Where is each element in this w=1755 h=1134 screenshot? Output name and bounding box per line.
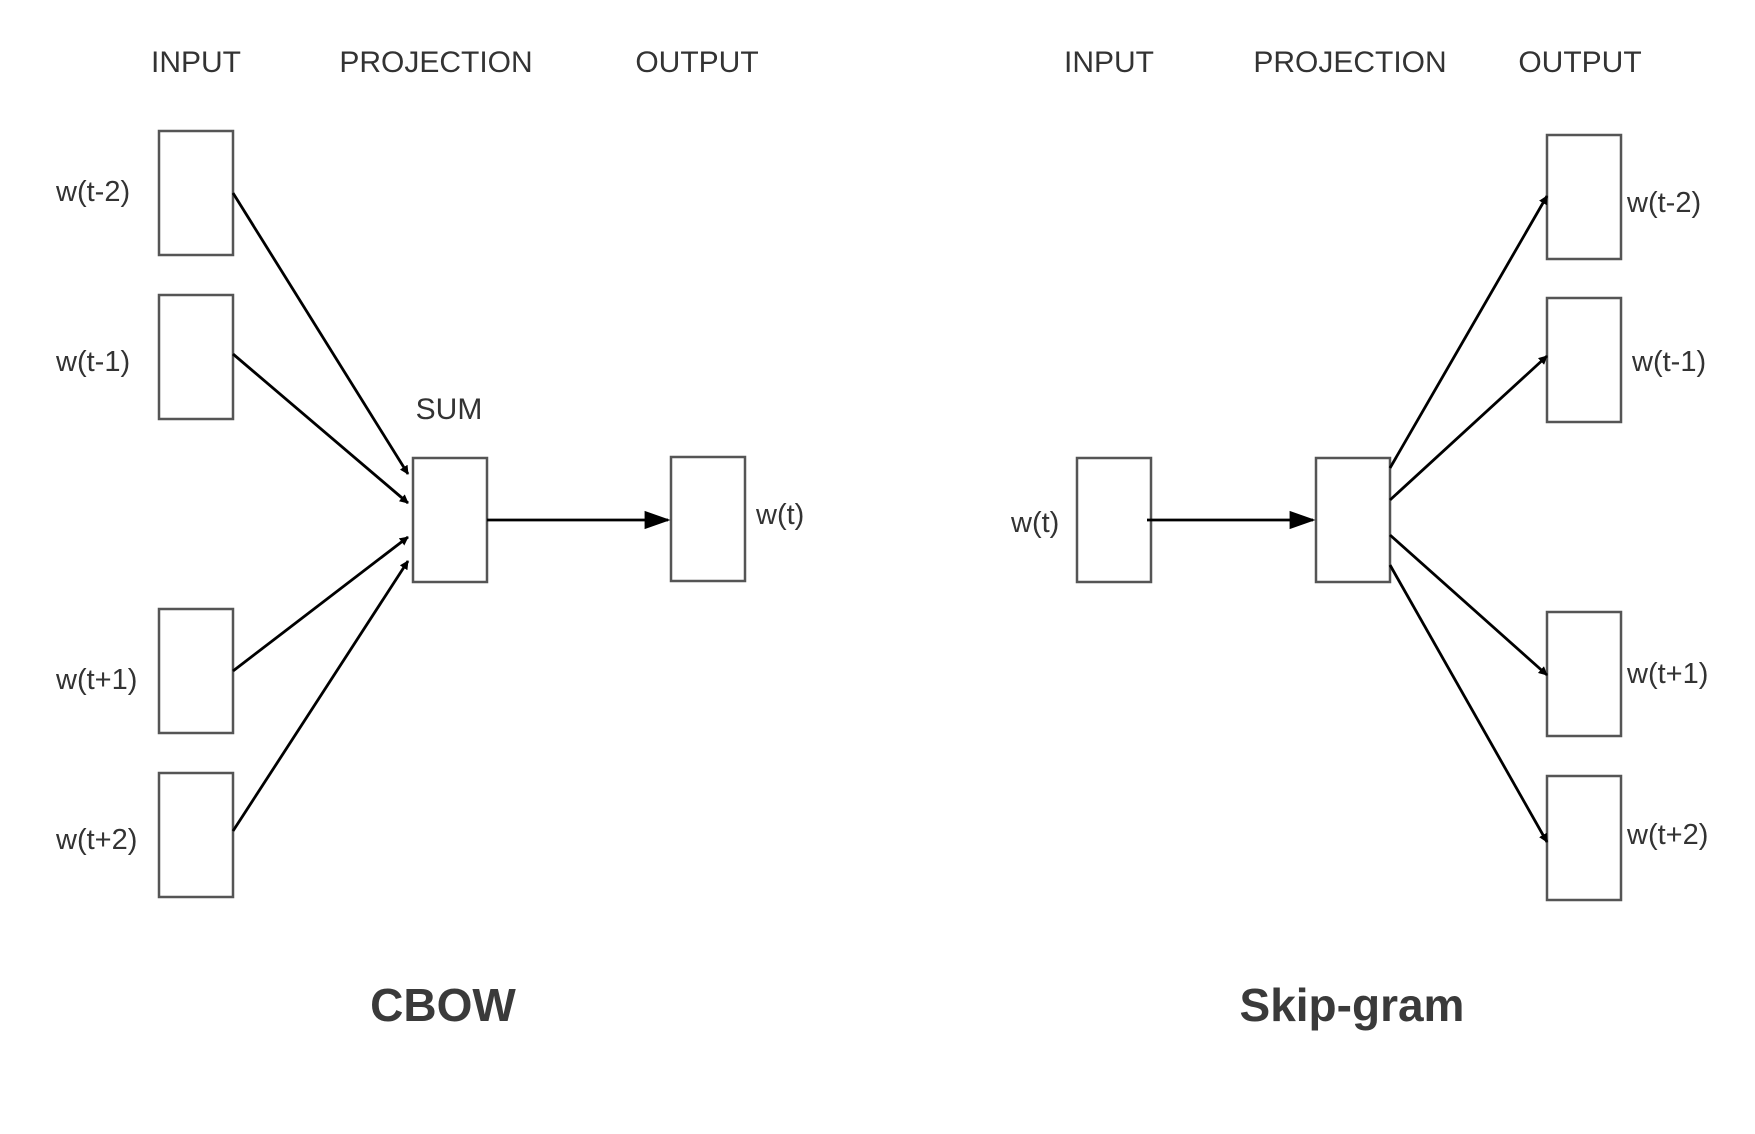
cbow-output-label: w(t)	[755, 499, 804, 531]
cbow-input-box-t+2	[157, 771, 235, 899]
skipgram-projection-header: PROJECTION	[1253, 46, 1446, 79]
skipgram-output-label-t+1: w(t+1)	[1626, 658, 1708, 690]
cbow-arrow-t-1	[232, 352, 409, 505]
skipgram-arrow-t+2	[1388, 564, 1549, 843]
skipgram-arrow-t+1	[1389, 533, 1548, 677]
cbow-input-header: INPUT	[151, 46, 241, 79]
skipgram-input-box	[1075, 456, 1153, 584]
cbow-arrow-t-2	[231, 192, 410, 475]
cbow-projection-header: PROJECTION	[339, 46, 532, 79]
cbow-title: CBOW	[370, 979, 516, 1031]
cbow-output-header: OUTPUT	[635, 46, 758, 79]
skipgram-input-header: INPUT	[1064, 46, 1154, 79]
skipgram-arrow-t-1	[1389, 354, 1548, 502]
cbow-input-label-t-1: w(t-1)	[55, 346, 130, 378]
cbow-input-label-t-2: w(t-2)	[55, 176, 130, 208]
skipgram-title: Skip-gram	[1240, 979, 1465, 1031]
cbow-sum-label: SUM	[416, 393, 483, 426]
skipgram-projection-box	[1314, 456, 1392, 584]
skipgram-output-label-t-2: w(t-2)	[1626, 187, 1701, 219]
cbow-arrow-t+2	[231, 560, 410, 832]
cbow-model: INPUT PROJECTION OUTPUT w(t-2) w(t-1) w(…	[55, 46, 804, 1031]
cbow-input-label-t+2: w(t+2)	[55, 824, 137, 856]
cbow-input-box-t-1	[157, 293, 235, 421]
skipgram-output-box-t+2	[1545, 774, 1623, 902]
skipgram-output-box-t-2	[1545, 133, 1623, 261]
cbow-input-label-t+1: w(t+1)	[55, 664, 137, 696]
cbow-projection-box	[411, 456, 489, 584]
skipgram-input-label: w(t)	[1010, 507, 1059, 539]
skipgram-output-box-t-1	[1545, 296, 1623, 424]
skipgram-arrow-t-2	[1388, 195, 1549, 469]
cbow-output-box	[669, 455, 747, 583]
skipgram-output-label-t+2: w(t+2)	[1626, 819, 1708, 851]
skipgram-model: INPUT PROJECTION OUTPUT w(t) w(t-2) w(t-…	[1010, 46, 1708, 1031]
cbow-input-box-t+1	[157, 607, 235, 735]
cbow-input-box-t-2	[157, 129, 235, 257]
skipgram-output-box-t+1	[1545, 610, 1623, 738]
skipgram-output-label-t-1: w(t-1)	[1631, 346, 1706, 378]
cbow-arrow-t+1	[232, 535, 409, 673]
skipgram-output-header: OUTPUT	[1518, 46, 1641, 79]
